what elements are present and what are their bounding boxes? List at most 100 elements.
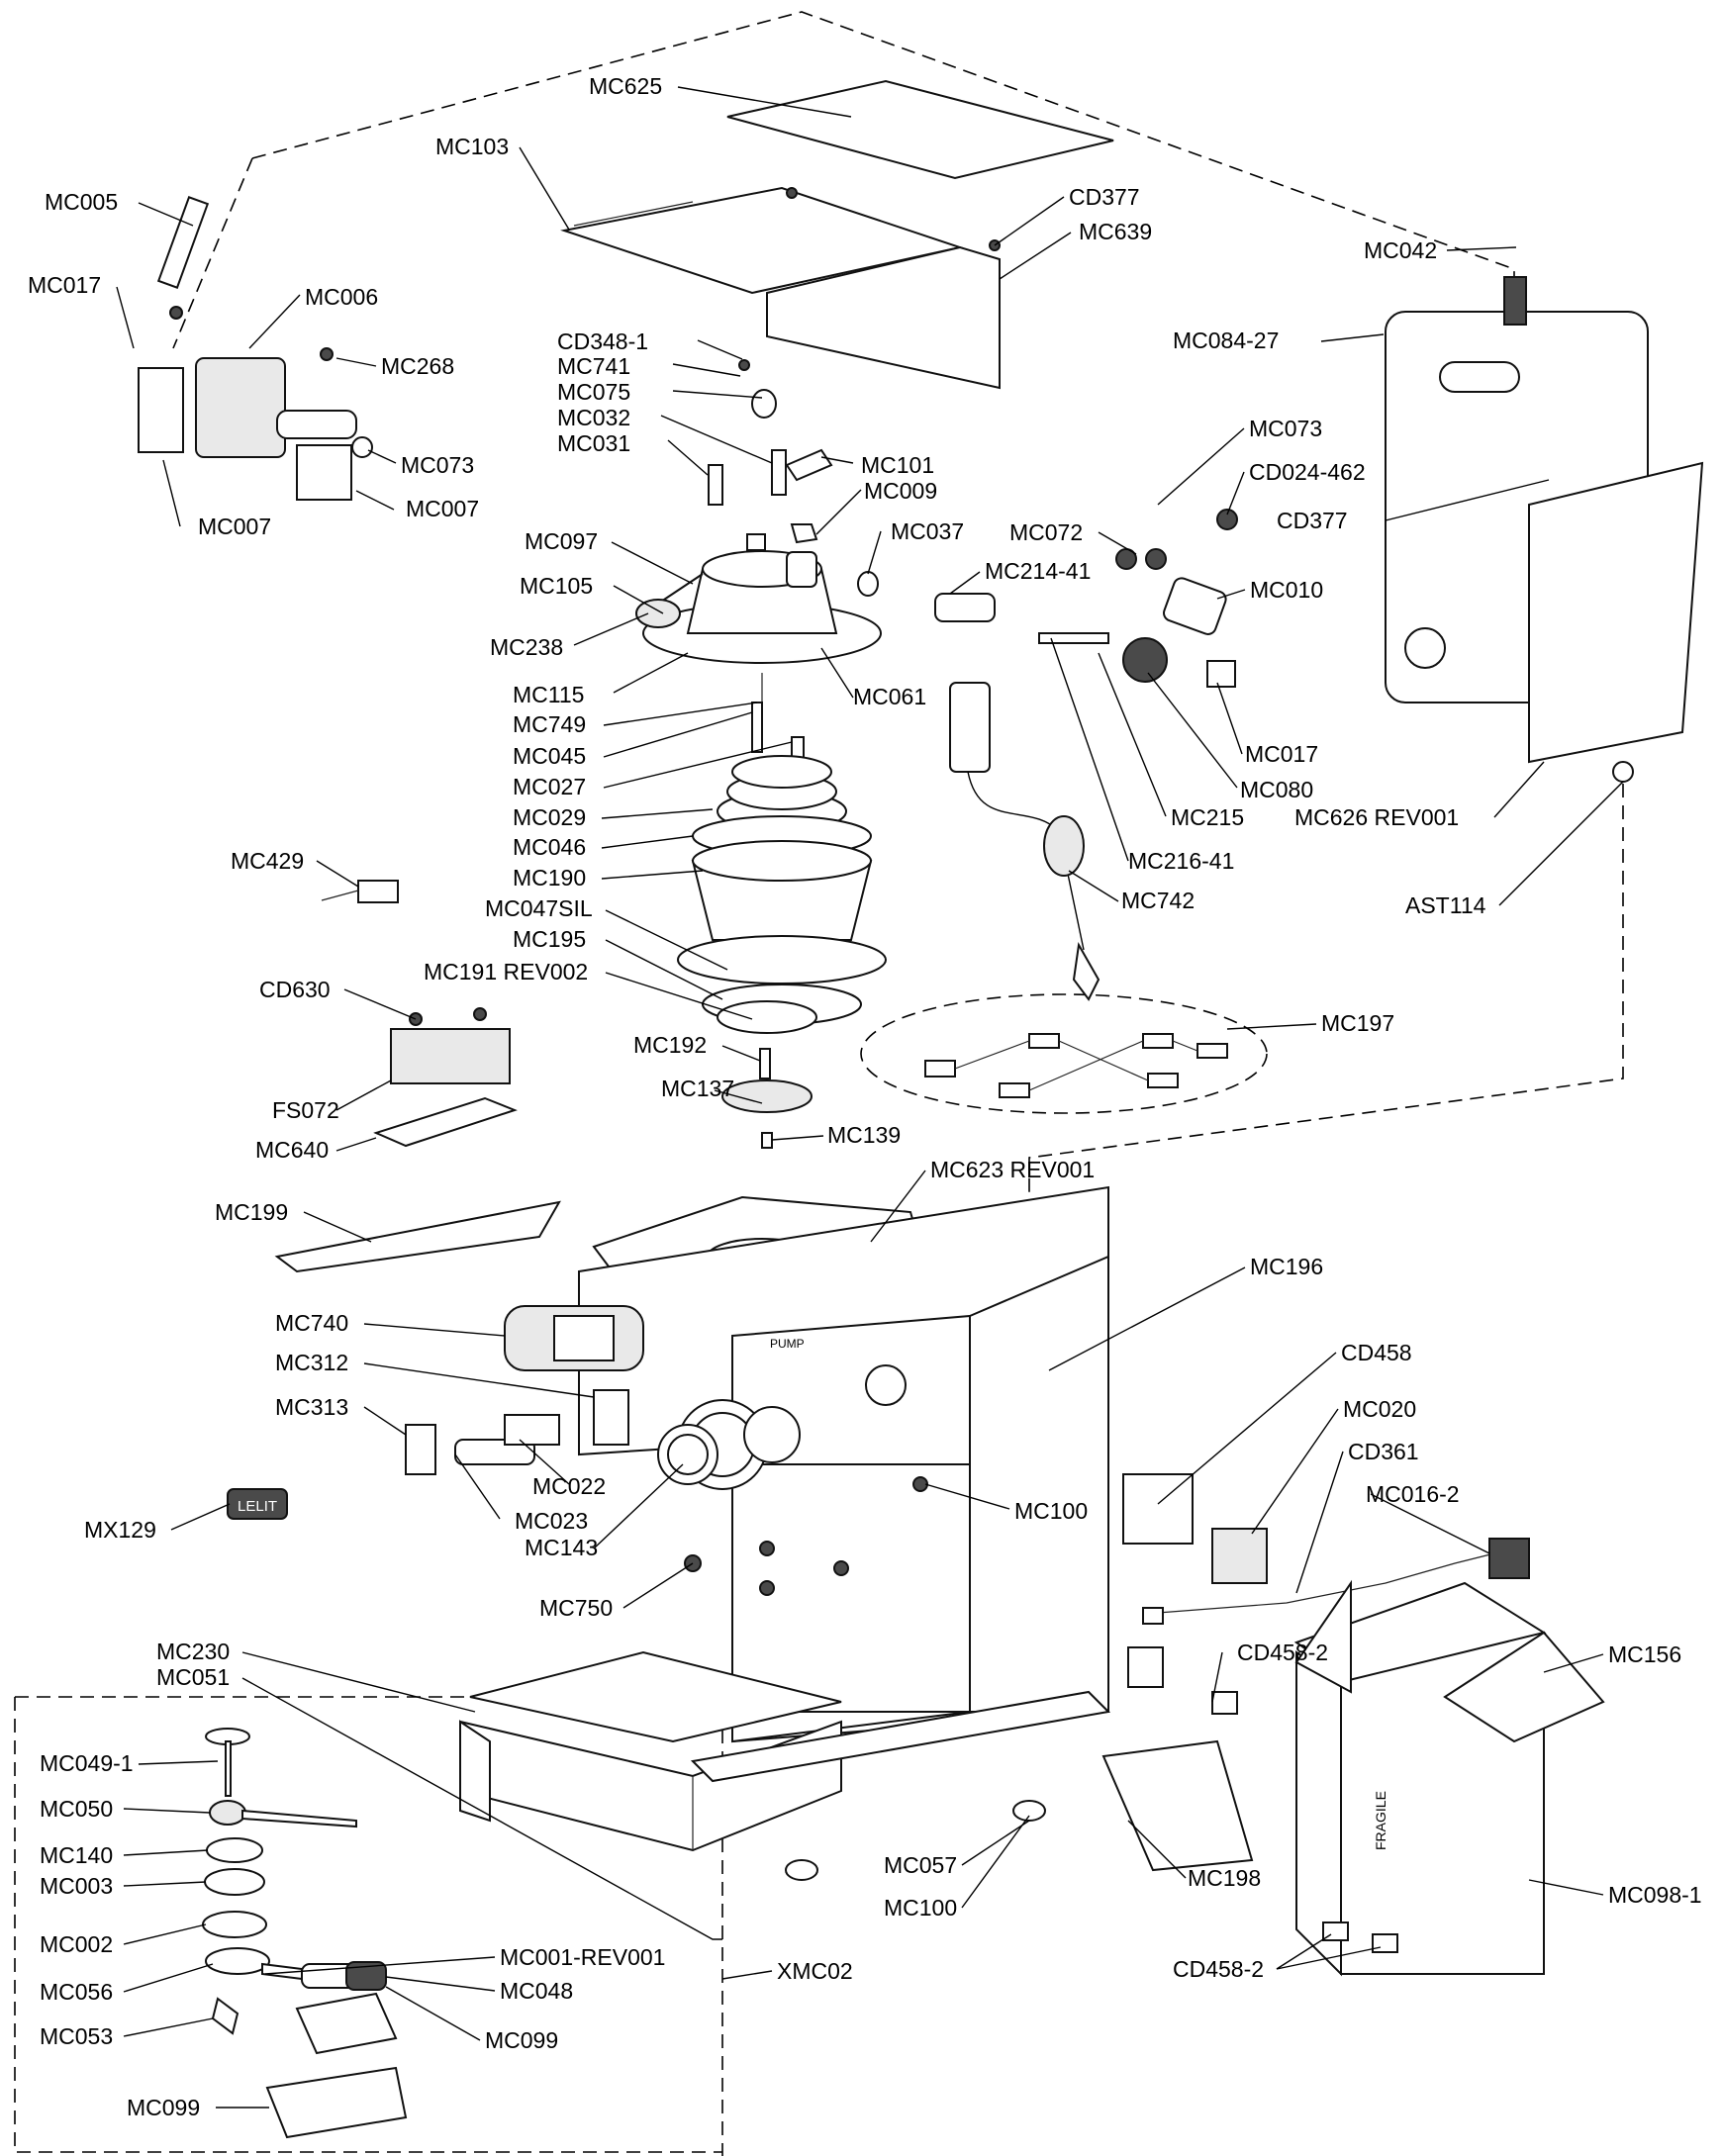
label-mc099-box: MC099 — [127, 2095, 200, 2120]
valve-group — [934, 509, 1238, 1001]
label-mc626-rev001: MC626 REV001 — [1294, 804, 1459, 830]
label-mc080: MC080 — [1240, 777, 1313, 802]
right-accessories: FRAGILE — [1101, 1473, 1605, 1977]
label-mc006: MC006 — [305, 284, 378, 310]
label-mc741: MC741 — [557, 353, 630, 379]
label-mc198: MC198 — [1188, 1865, 1261, 1891]
lelit-badge-text: LELIT — [238, 1498, 277, 1515]
label-mc640: MC640 — [255, 1137, 329, 1163]
label-mc190: MC190 — [513, 865, 586, 891]
label-mc007-right: MC007 — [406, 496, 479, 521]
label-mc010: MC010 — [1250, 577, 1323, 603]
label-mc050: MC050 — [40, 1796, 113, 1822]
label-mc429: MC429 — [231, 848, 304, 874]
label-cd458-2-bottom: CD458-2 — [1173, 1956, 1264, 1982]
label-cd348-1: CD348-1 — [557, 328, 648, 354]
label-mc100-body: MC100 — [1014, 1498, 1088, 1524]
label-mc042: MC042 — [1364, 237, 1437, 263]
label-mc056: MC056 — [40, 1979, 113, 2005]
part-labels: MC625 MC103 CD377 MC639 MC005 MC017 MC00… — [28, 73, 1702, 2120]
label-mc009: MC009 — [864, 478, 937, 504]
label-mc749: MC749 — [513, 711, 586, 737]
label-cd024-462: CD024-462 — [1249, 459, 1366, 485]
label-mc625: MC625 — [589, 73, 662, 99]
label-mc268: MC268 — [381, 353, 454, 379]
label-mc215: MC215 — [1171, 804, 1244, 830]
label-mc238: MC238 — [490, 634, 563, 660]
label-mc312: MC312 — [275, 1350, 348, 1375]
wiring-harness — [924, 1033, 1228, 1098]
pump-marking-text: PUMP — [770, 1337, 805, 1351]
label-mc196: MC196 — [1250, 1254, 1323, 1279]
label-fs072: FS072 — [272, 1097, 339, 1123]
label-mx129: MX129 — [84, 1517, 156, 1543]
label-mc073-right: MC073 — [1249, 416, 1322, 441]
label-mc639: MC639 — [1079, 219, 1152, 244]
label-mc020: MC020 — [1343, 1396, 1416, 1422]
label-mc197: MC197 — [1321, 1010, 1394, 1036]
label-mc051: MC051 — [156, 1664, 230, 1690]
label-cd377-right: CD377 — [1277, 508, 1348, 533]
label-mc139: MC139 — [827, 1122, 901, 1148]
label-mc053: MC053 — [40, 2023, 113, 2049]
top-cover-parts — [560, 79, 1114, 390]
label-mc003: MC003 — [40, 1873, 113, 1899]
label-mc097: MC097 — [525, 528, 598, 554]
boiler-stack — [635, 359, 887, 1149]
label-mc017-left: MC017 — [28, 272, 101, 298]
drip-tray — [459, 1650, 1111, 1881]
label-mc061: MC061 — [853, 684, 926, 709]
label-mc047sil: MC047SIL — [485, 895, 593, 921]
label-mc023: MC023 — [515, 1508, 588, 1534]
label-mc048: MC048 — [500, 1978, 573, 2004]
label-mc099-handle: MC099 — [485, 2027, 558, 2053]
water-tank — [1385, 276, 1704, 783]
label-mc100-feet: MC100 — [884, 1895, 957, 1921]
label-mc045: MC045 — [513, 743, 586, 769]
label-mc230: MC230 — [156, 1639, 230, 1664]
portafilter-group — [202, 1728, 408, 2139]
label-mc098-1: MC098-1 — [1608, 1882, 1702, 1908]
label-mc115: MC115 — [513, 682, 584, 707]
label-ast114: AST114 — [1405, 892, 1486, 918]
label-cd458: CD458 — [1341, 1340, 1412, 1365]
label-mc007-left: MC007 — [198, 514, 271, 539]
label-mc084-27: MC084-27 — [1173, 328, 1279, 353]
label-mc075: MC075 — [557, 379, 630, 405]
label-mc101: MC101 — [861, 452, 934, 478]
label-mc216-41: MC216-41 — [1128, 848, 1234, 874]
label-mc192: MC192 — [633, 1032, 707, 1058]
label-mc046: MC046 — [513, 834, 586, 860]
label-mc005: MC005 — [45, 189, 118, 215]
label-mc049-1: MC049-1 — [40, 1750, 134, 1776]
label-mc027: MC027 — [513, 774, 586, 799]
label-mc140: MC140 — [40, 1842, 113, 1868]
label-mc016-2: MC016-2 — [1366, 1481, 1460, 1507]
label-mc137: MC137 — [661, 1076, 734, 1101]
label-mc057: MC057 — [884, 1852, 957, 1878]
label-mc214-41: MC214-41 — [985, 558, 1091, 584]
label-mc623-rev001: MC623 REV001 — [930, 1157, 1095, 1182]
solenoid-group-left — [138, 196, 373, 501]
label-mc073-left: MC073 — [401, 452, 474, 478]
label-mc740: MC740 — [275, 1310, 348, 1336]
label-mc037: MC037 — [891, 518, 964, 544]
label-cd377-top: CD377 — [1069, 184, 1140, 210]
label-mc313: MC313 — [275, 1394, 348, 1420]
label-mc017-right: MC017 — [1245, 741, 1318, 767]
label-mc029: MC029 — [513, 804, 586, 830]
electrical-small-left — [321, 880, 518, 1148]
label-mc195: MC195 — [513, 926, 586, 952]
label-mc742: MC742 — [1121, 888, 1195, 913]
label-mc072: MC072 — [1009, 519, 1083, 545]
fragile-box-text: FRAGILE — [1373, 1791, 1388, 1850]
leader-lines — [116, 86, 1624, 2109]
label-mc750: MC750 — [539, 1595, 613, 1621]
label-mc105: MC105 — [520, 573, 593, 599]
label-mc156: MC156 — [1608, 1641, 1681, 1667]
label-xmc02: XMC02 — [777, 1958, 853, 1984]
label-cd458-2-right: CD458-2 — [1237, 1640, 1328, 1665]
label-mc002: MC002 — [40, 1931, 113, 1957]
